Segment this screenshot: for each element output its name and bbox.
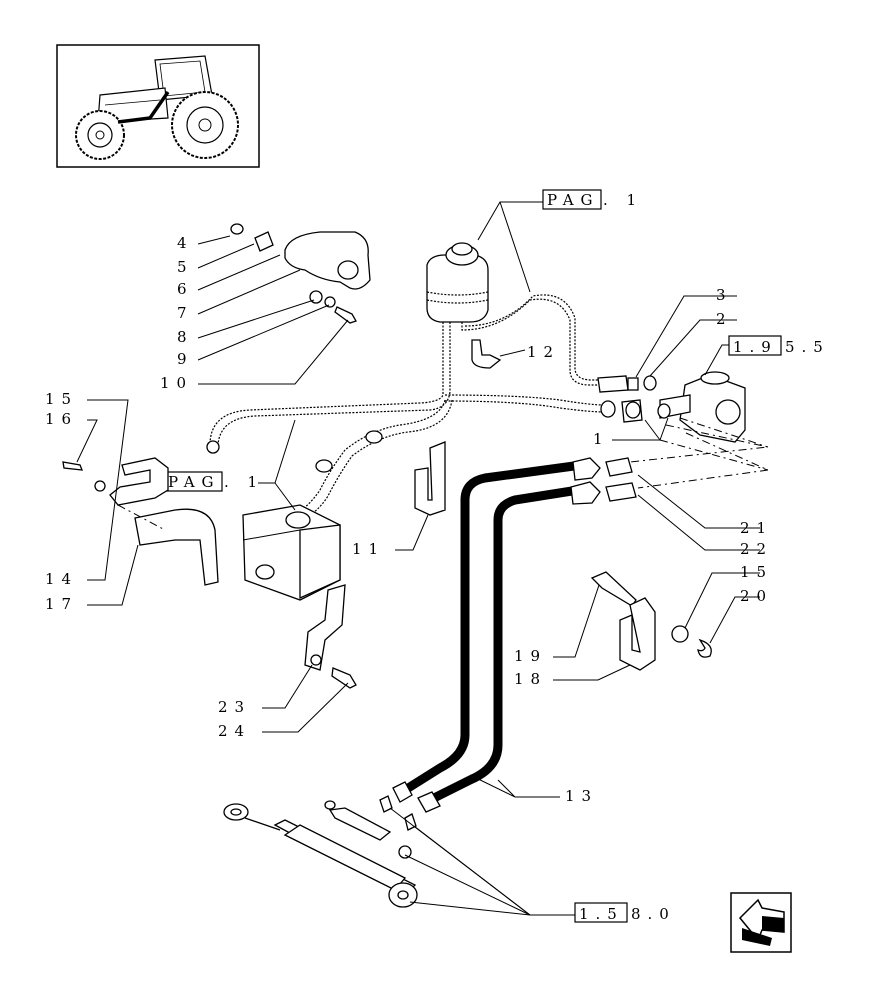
- callout-19: 19: [514, 647, 547, 665]
- pag-reference-top[interactable]: PAG . 1: [542, 189, 643, 210]
- steering-cylinder: [223, 795, 418, 908]
- callout-21: 21: [740, 519, 773, 537]
- callout-1: 1: [593, 430, 610, 448]
- right-bracket-assembly: [590, 571, 712, 671]
- callout-15-left: 15: [45, 390, 78, 408]
- callout-6: 6: [177, 280, 194, 298]
- oil-reservoir: [426, 242, 489, 323]
- callout-8: 8: [177, 328, 194, 346]
- callout-10: 10: [160, 374, 193, 392]
- pag-reference-middle[interactable]: PAG . 1: [163, 471, 264, 492]
- callout-2: 2: [716, 310, 733, 328]
- callout-20: 20: [740, 587, 773, 605]
- pag-mid-box-text: PAG: [168, 473, 221, 491]
- pag-top-rest-text: . 1: [603, 191, 643, 209]
- callout-13: 13: [565, 787, 598, 805]
- steering-valve-block: [659, 371, 746, 443]
- callout-9: 9: [177, 350, 194, 368]
- callout-7: 7: [177, 304, 194, 322]
- ref-158-rest-text: 8.0: [631, 905, 676, 923]
- callout-14: 14: [45, 570, 78, 588]
- ref-195-box-text: 1.9: [733, 338, 778, 356]
- callout-24: 24: [218, 722, 251, 740]
- main-hoses: [392, 457, 637, 813]
- back-arrow-icon[interactable]: [730, 892, 792, 953]
- callout-15-right: 15: [740, 563, 773, 581]
- pag-mid-rest-text: . 1: [224, 473, 264, 491]
- callout-16: 16: [45, 410, 78, 428]
- fittings-upper: [597, 375, 671, 423]
- clamp-assembly: [230, 223, 371, 324]
- pag-top-box-text: PAG: [547, 191, 600, 209]
- ref-195-rest-text: 5.5: [785, 338, 830, 356]
- ref-195-box[interactable]: 1.9 5.5: [728, 335, 830, 356]
- callout-12: 12: [527, 343, 560, 361]
- ref-158-box-text: 1.5: [579, 905, 624, 923]
- callout-17: 17: [45, 595, 78, 613]
- tractor-thumbnail-icon[interactable]: [56, 44, 260, 168]
- callout-23: 23: [218, 698, 251, 716]
- left-bracket-assembly: [62, 457, 219, 586]
- callout-18: 18: [514, 670, 547, 688]
- callout-11: 11: [352, 540, 385, 558]
- callout-3: 3: [716, 286, 733, 304]
- bracket-part-11: [414, 441, 446, 516]
- clip-part-12: [471, 339, 502, 369]
- callout-5: 5: [177, 258, 194, 276]
- ref-158-box[interactable]: 1.5 8.0: [574, 902, 676, 923]
- bracket-part-23: [304, 584, 357, 689]
- hydraulic-pump: [242, 504, 341, 601]
- callout-4: 4: [177, 234, 194, 252]
- callout-22: 22: [740, 540, 773, 558]
